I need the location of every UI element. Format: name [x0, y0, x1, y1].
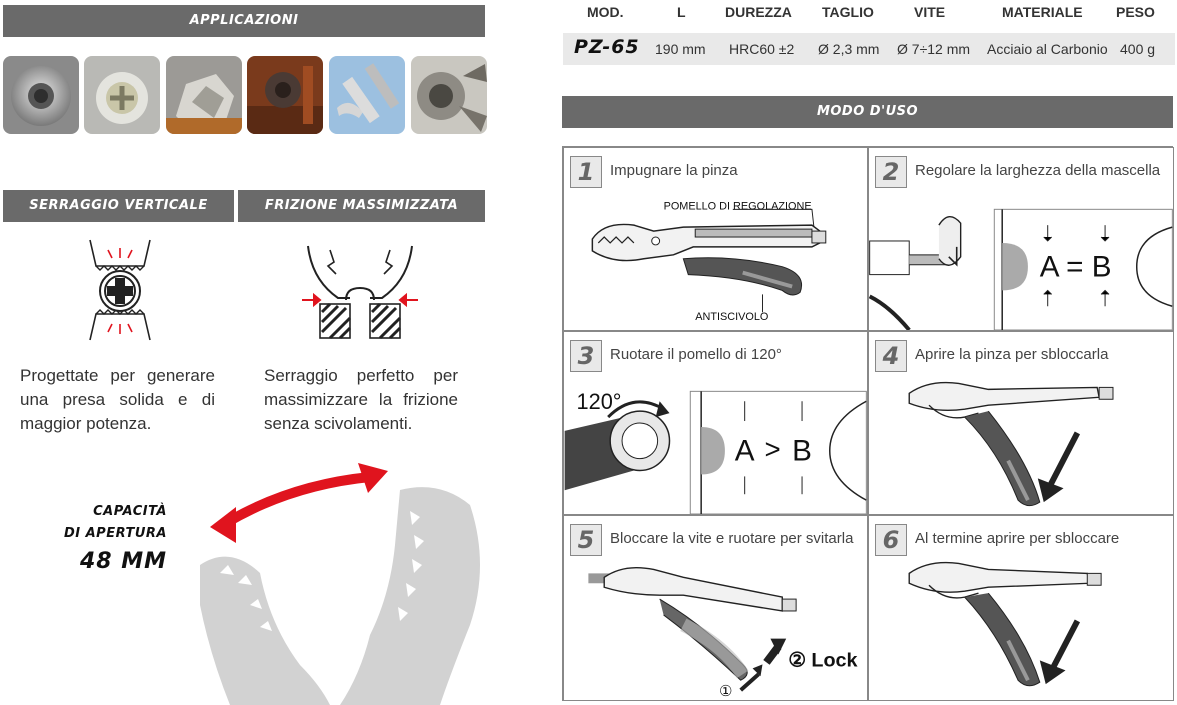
- label-b: B: [792, 435, 812, 468]
- usage-steps-grid: POMELLO DI REGOLAZIONE ANTISCIVOLO 1 Imp…: [562, 146, 1174, 701]
- step-title: Al termine aprire per sbloccare: [915, 530, 1120, 547]
- step-1-pliers-illustration: POMELLO DI REGOLAZIONE ANTISCIVOLO: [591, 200, 827, 323]
- applications-header: APPLICAZIONI: [3, 5, 485, 37]
- label-adjustment-knob: POMELLO DI REGOLAZIONE: [664, 200, 812, 212]
- step-6-release-illustration: [908, 561, 1102, 687]
- capacity-label-line1: CAPACITÀ: [93, 504, 167, 519]
- step-number: 6: [875, 524, 907, 556]
- step-number: 3: [570, 340, 602, 372]
- step-number: 2: [875, 156, 907, 188]
- jaw-opening-illustration: [200, 463, 480, 705]
- step-2-adjust-illustration: A = B: [869, 208, 1173, 330]
- step-number: 4: [875, 340, 907, 372]
- spec-length-value: 190 mm: [655, 41, 706, 57]
- spec-screw-value: Ø 7÷12 mm: [897, 41, 971, 57]
- vertical-clamp-description: Progettate per generare una presa solida…: [20, 366, 215, 433]
- vertical-clamp-header: SERRAGGIO VERTICALE: [3, 190, 234, 222]
- step-1: POMELLO DI REGOLAZIONE ANTISCIVOLO 1 Imp…: [563, 147, 868, 331]
- vertical-clamp-icon: [89, 239, 151, 341]
- max-friction-description: Serraggio perfetto per massimizzare la f…: [264, 366, 458, 433]
- spec-cut-value: Ø 2,3 mm: [818, 41, 880, 57]
- application-thumbnails: [3, 56, 487, 134]
- max-friction-icon: [302, 245, 418, 340]
- step-title: Bloccare la vite e ruotare per svitarla: [610, 530, 854, 547]
- spec-header-model: MOD.: [587, 4, 624, 20]
- thumb-hex-nut: [166, 56, 242, 134]
- step-2: A = B 2 Regolare la larghezza della masc…: [868, 147, 1174, 331]
- label-a: A: [735, 435, 755, 468]
- label-antislip: ANTISCIVOLO: [695, 311, 768, 323]
- label-step-circle-1: ①: [719, 684, 732, 700]
- spec-row: [563, 33, 1175, 65]
- step-number: 5: [570, 524, 602, 556]
- spec-header-cut: TAGLIO: [822, 4, 874, 20]
- spec-hardness-value: HRC60 ±2: [729, 41, 795, 57]
- step-4-open-illustration: [908, 381, 1114, 507]
- step-5: ① ② Lock 5 Bloccare la vite e ruotare pe…: [563, 515, 868, 701]
- step-6: 6 Al termine aprire per sbloccare: [868, 515, 1174, 701]
- capacity-label-line2: DI APERTURA: [63, 526, 167, 541]
- step-title: Impugnare la pinza: [610, 162, 738, 179]
- step-title: Aprire la pinza per sbloccarla: [915, 346, 1109, 363]
- spec-model-value: PZ-65: [574, 36, 640, 58]
- capacity-value: 48 MM: [79, 549, 167, 574]
- step-3-rotate-illustration: 120° A > B: [564, 389, 867, 514]
- thumb-torx-screw: [411, 56, 487, 134]
- thumb-rusted-bolt: [247, 56, 323, 134]
- thumb-stripped-bolt: [3, 56, 79, 134]
- spec-header-length: L: [677, 4, 686, 20]
- spec-header-material: MATERIALE: [1002, 4, 1083, 20]
- spec-header-hardness: DUREZZA: [725, 4, 792, 20]
- step-number: 1: [570, 156, 602, 188]
- step-4: 4 Aprire la pinza per sbloccarla: [868, 331, 1174, 515]
- max-friction-header: FRIZIONE MASSIMIZZATA: [238, 190, 485, 222]
- step-5-lock-illustration: ① ② Lock: [588, 566, 859, 700]
- spec-header-screw: VITE: [914, 4, 946, 20]
- thumb-long-screw: [329, 56, 405, 134]
- label-lock: ② Lock: [788, 649, 858, 671]
- usage-header: MODO D'USO: [562, 96, 1173, 128]
- spec-weight-value: 400 g: [1120, 41, 1156, 57]
- label-120-degrees: 120°: [577, 389, 622, 414]
- spec-header-weight: PESO: [1116, 4, 1155, 20]
- thumb-worn-screw: [84, 56, 160, 134]
- label-a-equals-b: A = B: [1040, 251, 1112, 284]
- step-title: Regolare la larghezza della mascella: [915, 162, 1161, 179]
- spec-material-value: Acciaio al Carbonio: [987, 41, 1108, 57]
- step-3: 120° A > B 3 Ruotare il pomello di 120°: [563, 331, 868, 515]
- step-title: Ruotare il pomello di 120°: [610, 346, 782, 363]
- label-greater-than: >: [764, 434, 780, 465]
